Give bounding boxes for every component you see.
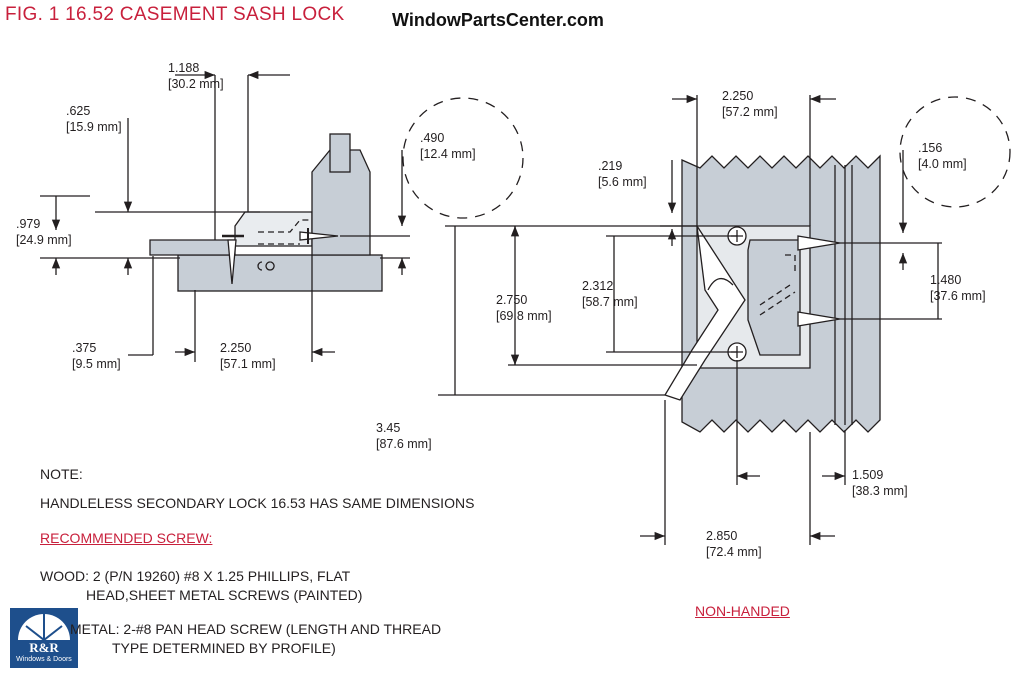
detail-circle-right: [899, 96, 1011, 208]
note-wood-1: WOOD: 2 (P/N 19260) #8 X 1.25 PHILLIPS, …: [40, 568, 351, 584]
dim-1480: 1.480[37.6 mm]: [930, 273, 986, 303]
note-metal-1: METAL: 2-#8 PAN HEAD SCREW (LENGTH AND T…: [70, 621, 442, 637]
note-handleless: HANDLELESS SECONDARY LOCK 16.53 HAS SAME…: [40, 495, 475, 511]
dim-2250-left: 2.250[57.1 mm]: [220, 341, 276, 371]
logo-text: R&R: [29, 640, 59, 655]
dim-2312: 2.312[58.7 mm]: [582, 279, 638, 309]
detail-circle-left: [402, 97, 524, 219]
note-metal-2: TYPE DETERMINED BY PROFILE): [112, 640, 336, 656]
note-label: NOTE:: [40, 466, 83, 482]
note-wood-2: HEAD,SHEET METAL SCREWS (PAINTED): [86, 587, 363, 603]
figure-title: FIG. 1 16.52 CASEMENT SASH LOCK: [5, 4, 345, 25]
dim-156: .156[4.0 mm]: [918, 141, 967, 171]
dim-979: .979[24.9 mm]: [16, 217, 72, 247]
dim-2250-right: 2.250[57.2 mm]: [722, 89, 778, 119]
logo-subtext: Windows & Doors: [16, 656, 72, 663]
left-dim-lines: [40, 70, 410, 362]
dim-625: .625[15.9 mm]: [66, 104, 122, 134]
dim-2850: 2.850[72.4 mm]: [706, 529, 762, 559]
rr-logo: [10, 608, 78, 668]
right-dim-lines: [438, 94, 942, 545]
dim-219: .219[5.6 mm]: [598, 159, 647, 189]
dim-2750: 2.750[69.8 mm]: [496, 293, 552, 323]
front-view-lock: [664, 154, 881, 433]
dim-490: .490[12.4 mm]: [420, 131, 476, 161]
dim-375: .375[9.5 mm]: [72, 341, 121, 371]
dim-1509: 1.509[38.3 mm]: [852, 468, 908, 498]
note-non-handed: NON-HANDED: [695, 603, 790, 619]
side-view-lock: [149, 133, 383, 292]
site-name: WindowParts​Center.com: [392, 10, 604, 30]
dim-345: 3.45[87.6 mm]: [376, 421, 432, 451]
dim-1188: 1.188[30.2 mm]: [168, 61, 224, 91]
note-recommended-screw: RECOMMENDED SCREW:: [40, 530, 213, 546]
